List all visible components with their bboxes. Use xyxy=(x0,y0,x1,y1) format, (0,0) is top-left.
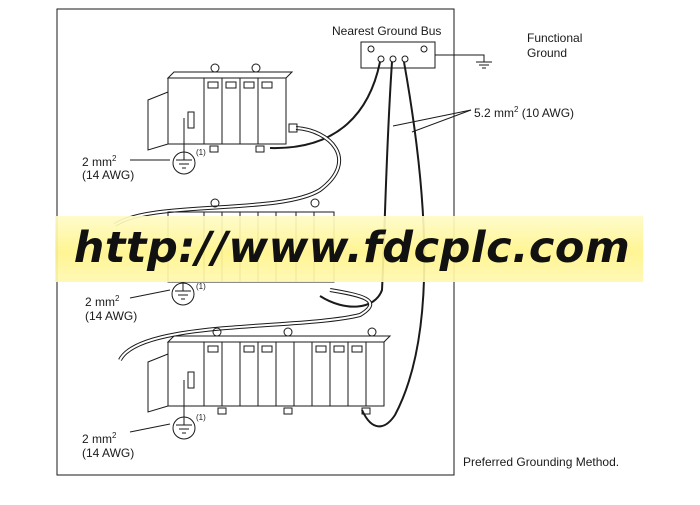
cable-connector xyxy=(288,123,298,133)
status-leds xyxy=(187,111,195,129)
ground-lug xyxy=(209,145,219,153)
ground-lug xyxy=(255,145,265,153)
chassis-wire-size-label: 2 mm2 xyxy=(82,431,117,446)
chassis-ground-icon xyxy=(172,151,196,175)
status-leds xyxy=(187,371,195,389)
mounting-screw xyxy=(210,63,220,73)
bus-terminal xyxy=(420,45,428,53)
module-display xyxy=(243,81,255,89)
chassis-ground-icon xyxy=(171,282,195,306)
main-wire-size-label: 5.2 mm2 (10 AWG) xyxy=(474,105,575,120)
module-display xyxy=(225,81,237,89)
bus-terminal xyxy=(401,55,409,63)
ground-bus-label: Nearest Ground Bus xyxy=(332,24,442,38)
module-display xyxy=(333,345,345,353)
ground-lug xyxy=(283,407,293,415)
functional-ground-wire xyxy=(435,54,485,62)
power-supply-door xyxy=(147,353,169,413)
module-display xyxy=(243,345,255,353)
functional-ground-icon xyxy=(476,61,492,69)
mounting-screw xyxy=(367,327,377,337)
chassis-top xyxy=(166,71,294,79)
chassis-ground-icon xyxy=(172,416,196,440)
chassis-1 xyxy=(147,63,298,153)
footnote-marker: (1) xyxy=(196,282,206,291)
bus-terminal xyxy=(367,45,375,53)
module-display xyxy=(207,81,219,89)
module-display xyxy=(261,81,273,89)
chassis-top xyxy=(166,335,392,343)
module-display xyxy=(207,345,219,353)
ground-wire-chassis-1 xyxy=(269,61,381,150)
leader-line xyxy=(392,109,472,127)
mounting-screw xyxy=(251,63,261,73)
mounting-screw xyxy=(210,198,220,208)
chassis-cable-inner xyxy=(114,127,341,226)
chassis-wire-awg-label: (14 AWG) xyxy=(82,446,135,460)
chassis-wire-awg-label: (14 AWG) xyxy=(82,168,135,182)
chassis-cable xyxy=(118,288,373,362)
mounting-screw xyxy=(212,327,222,337)
chassis-cable xyxy=(113,126,342,227)
chassis-3 xyxy=(147,327,392,418)
mounting-screw xyxy=(283,327,293,337)
leader-line xyxy=(411,109,472,133)
functional-ground-label-1: Functional xyxy=(527,31,583,45)
watermark-text: http://www.fdcplc.com xyxy=(73,223,631,273)
module-display xyxy=(261,345,273,353)
footnote-marker: (1) xyxy=(196,148,206,157)
power-supply-door xyxy=(147,91,169,151)
chassis-cable-inner xyxy=(119,289,372,361)
ground-lug xyxy=(361,407,371,415)
leader-line xyxy=(129,423,171,433)
chassis-wire-size-label: 2 mm2 xyxy=(82,154,117,169)
footnote-marker: (1) xyxy=(196,413,206,422)
bus-terminal xyxy=(377,55,385,63)
chassis-wire-size-label: 2 mm2 xyxy=(85,294,120,309)
ground-lug xyxy=(217,407,227,415)
figure-caption: Preferred Grounding Method. xyxy=(463,455,620,469)
leader-line xyxy=(129,289,171,299)
chassis-wire-awg-label: (14 AWG) xyxy=(85,309,138,323)
watermark-band xyxy=(55,216,643,282)
bus-terminal xyxy=(389,55,397,63)
mounting-screw xyxy=(310,198,320,208)
module-display xyxy=(351,345,363,353)
functional-ground-label-2: Ground xyxy=(527,46,568,60)
module-display xyxy=(315,345,327,353)
ground-wire-chassis-3 xyxy=(361,61,426,428)
